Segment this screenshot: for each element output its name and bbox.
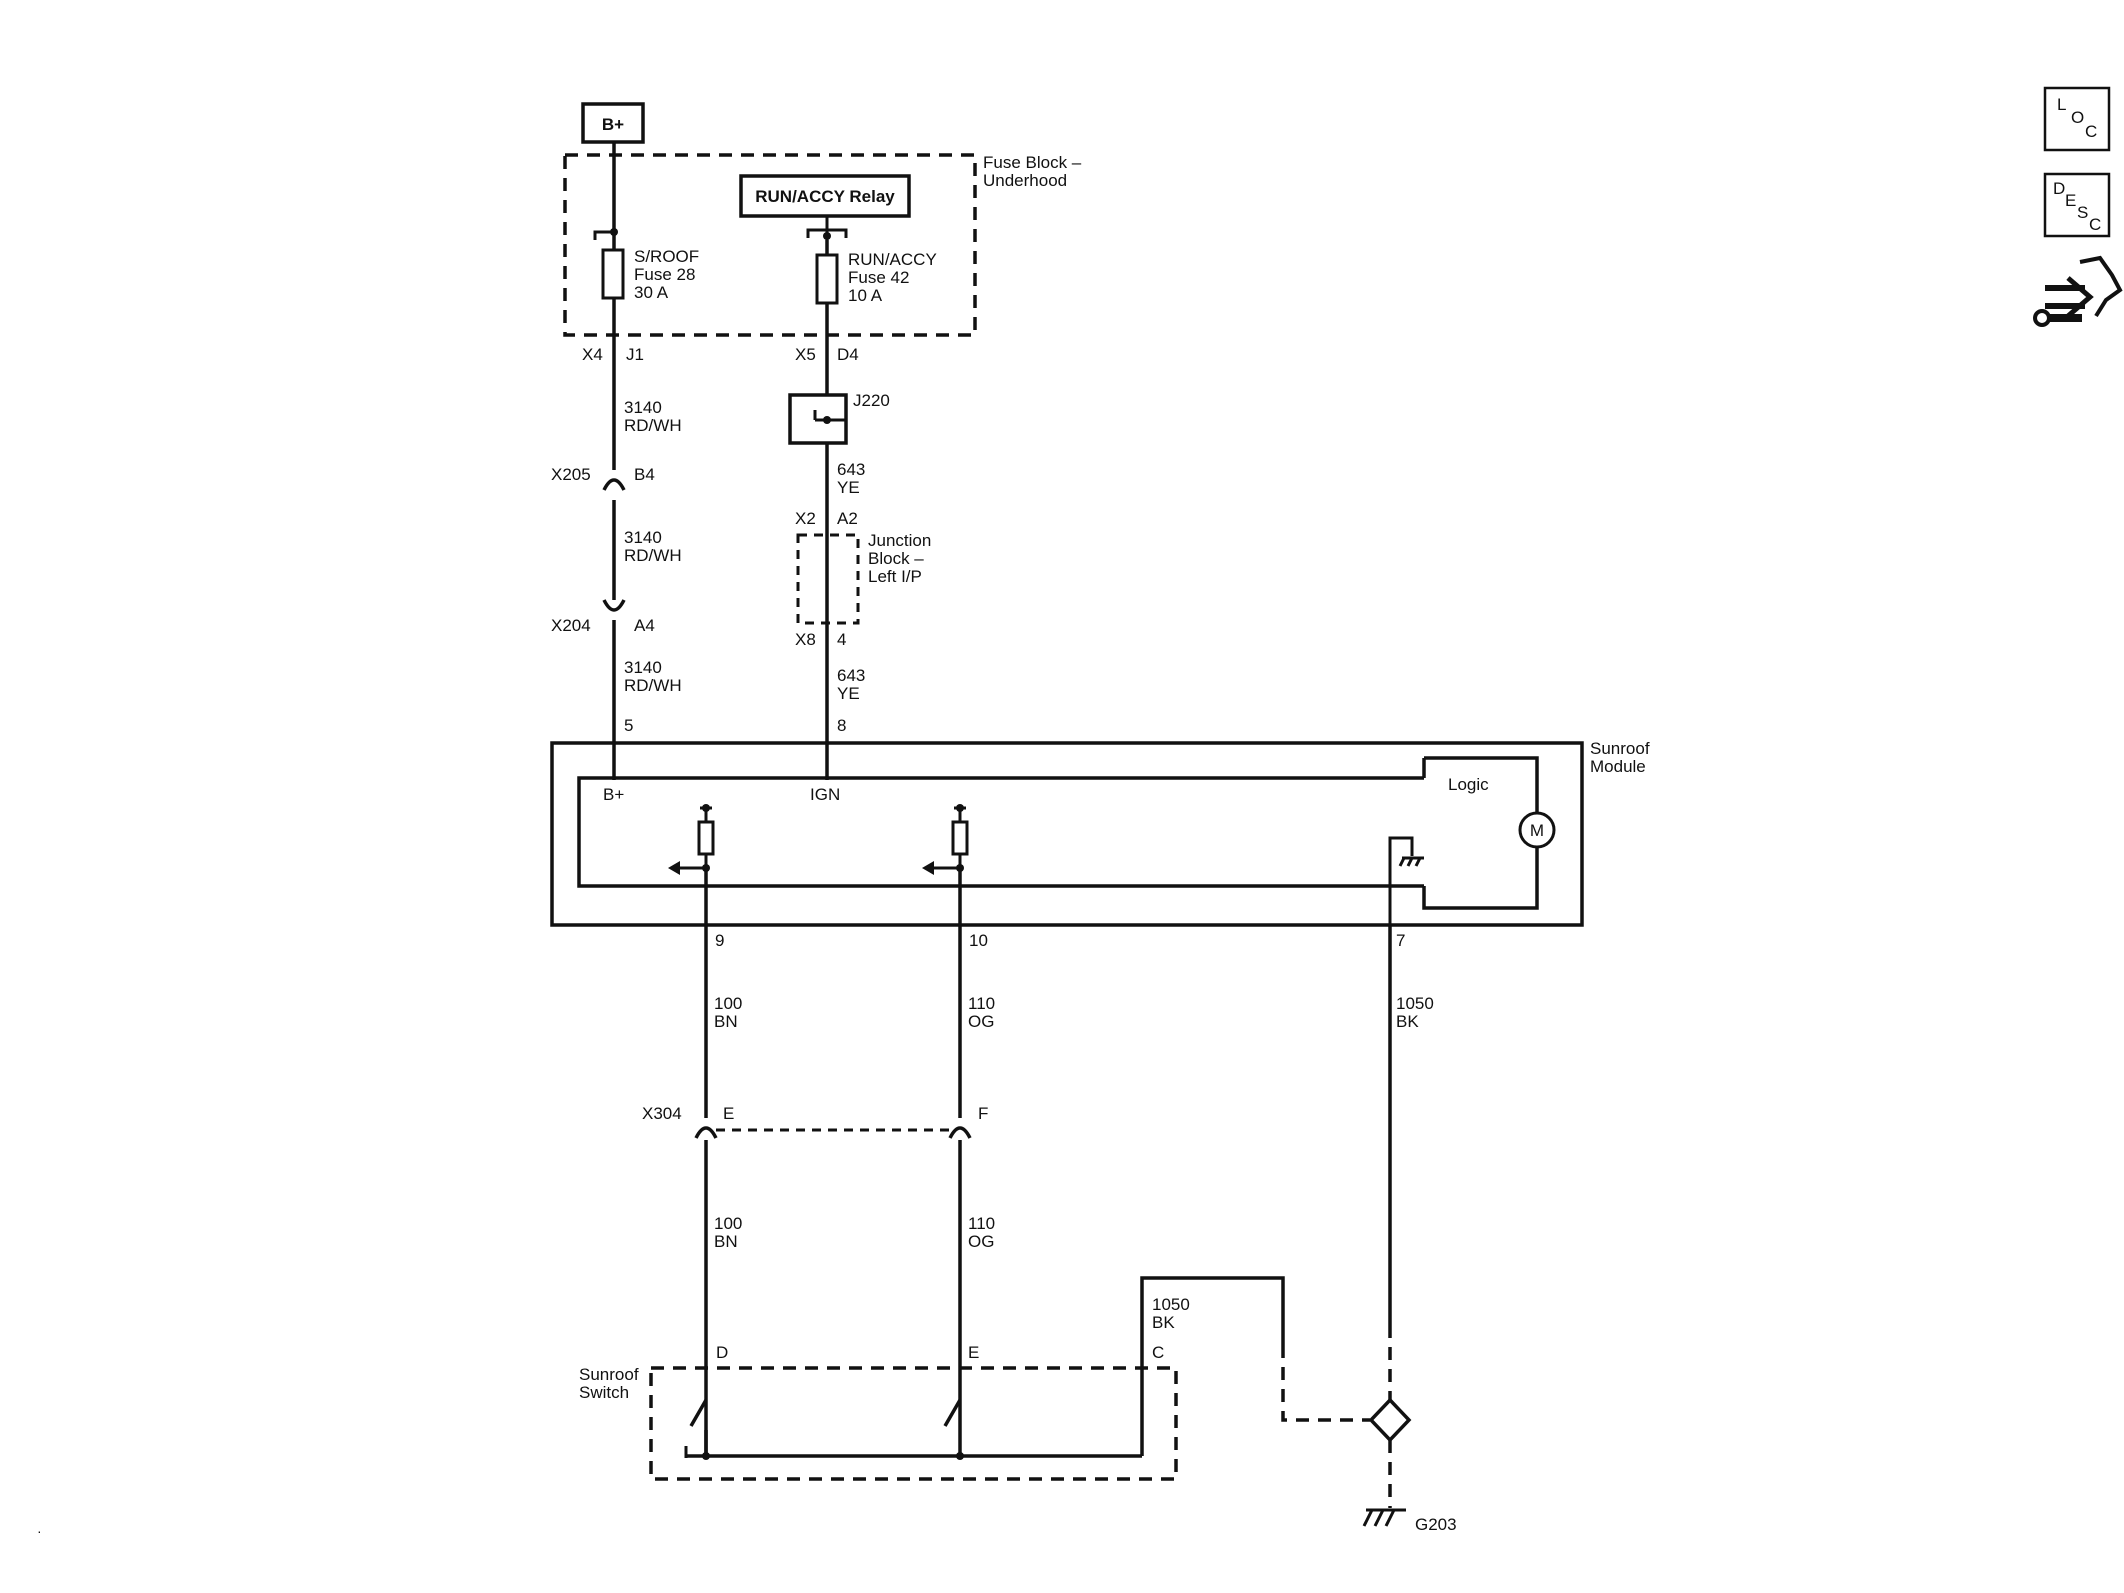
wire-643-ye: X5 D4 J220 643 YE X2 A2 Junction Block –… [788, 240, 931, 780]
fuse-block-title-1: Fuse Block – [983, 153, 1082, 172]
switch-pin-d: D [716, 1343, 728, 1362]
x304-pin-f: F [978, 1104, 988, 1123]
pin4-label: 4 [837, 630, 846, 649]
w100a-color: BN [714, 1012, 738, 1031]
w100a-num: 100 [714, 994, 742, 1013]
desc-button[interactable]: D E S C [2043, 172, 2111, 238]
x8-label: X8 [795, 630, 816, 649]
module-title-2: Module [1590, 757, 1646, 776]
mid-seg2-num: 643 [837, 666, 865, 685]
relay-label: RUN/ACCY Relay [755, 187, 895, 206]
module-input-10 [922, 804, 969, 875]
switch-contact-e [943, 1399, 962, 1427]
module-bplus-label: B+ [603, 785, 624, 804]
b4-label: B4 [634, 465, 655, 484]
x304-pin-e: E [723, 1104, 734, 1123]
w110b-num: 110 [968, 1214, 995, 1233]
corner-mark: · [37, 1523, 42, 1539]
junction-label-2: Block – [868, 549, 924, 568]
switch-pin-e: E [968, 1343, 979, 1362]
desc-letter-d: D [2053, 179, 2065, 198]
w1050a-num: 1050 [1396, 994, 1434, 1013]
fuse-block-underhood: Fuse Block – Underhood RUN/ACCY Relay S/… [563, 153, 1082, 337]
fuse28-label-1: S/ROOF [634, 247, 699, 266]
switch-contact-d [689, 1399, 708, 1427]
g203-label: G203 [1415, 1515, 1457, 1534]
left-seg3-num: 3140 [624, 658, 662, 677]
x304-connector: X304 E F [642, 1104, 988, 1132]
bplus-source: B+ [581, 102, 645, 144]
desc-letter-e: E [2065, 191, 2076, 210]
fuse42-label-3: 10 A [848, 286, 883, 305]
connector-wrench-icon[interactable] [2033, 255, 2123, 327]
mid-seg1-num: 643 [837, 460, 865, 479]
motor-label: M [1530, 821, 1544, 840]
loc-button[interactable]: L O C [2043, 86, 2111, 152]
switch-pin-c: C [1152, 1343, 1164, 1362]
a4-label: A4 [634, 616, 655, 635]
ground-g203: G203 [1362, 1397, 1457, 1534]
left-seg1-num: 3140 [624, 398, 662, 417]
sunroof-switch: Sunroof Switch D E C [579, 1343, 1178, 1481]
left-seg2-color: RD/WH [624, 546, 682, 565]
switch-title-2: Switch [579, 1383, 629, 1402]
loc-letter-o: O [2071, 108, 2084, 127]
w1050b-num: 1050 [1152, 1295, 1190, 1314]
wire-3140-rdwh: X4 J1 3140 RD/WH X205 B4 3140 RD/WH X204… [551, 142, 682, 780]
fuse-block-title-2: Underhood [983, 171, 1067, 190]
x4-label: X4 [582, 345, 603, 364]
j1-label: J1 [626, 345, 644, 364]
module-input-9 [668, 804, 715, 875]
mid-seg2-color: YE [837, 684, 860, 703]
pin7-label: 7 [1396, 931, 1405, 950]
pin10-label: 10 [969, 931, 988, 950]
w100b-color: BN [714, 1232, 738, 1251]
w110b-color: OG [968, 1232, 994, 1251]
x304-label: X304 [642, 1104, 682, 1123]
mid-seg1-color: YE [837, 478, 860, 497]
left-seg1-color: RD/WH [624, 416, 682, 435]
pin9-label: 9 [715, 931, 724, 950]
x204-label: X204 [551, 616, 591, 635]
x205-label: X205 [551, 465, 591, 484]
left-seg3-color: RD/WH [624, 676, 682, 695]
module-ground-symbol [1388, 836, 1424, 925]
w110a-num: 110 [968, 994, 995, 1013]
fuse42-label-1: RUN/ACCY [848, 250, 937, 269]
left-seg2-num: 3140 [624, 528, 662, 547]
logic-label: Logic [1448, 775, 1489, 794]
switch-title-1: Sunroof [579, 1365, 639, 1384]
junction-label-1: Junction [868, 531, 931, 550]
module-ign-label: IGN [810, 785, 840, 804]
w1050b-color: BK [1152, 1313, 1175, 1332]
junction-label-3: Left I/P [868, 567, 922, 586]
w1050a-color: BK [1396, 1012, 1419, 1031]
pin5-label: 5 [624, 716, 633, 735]
fuse28-label-2: Fuse 28 [634, 265, 695, 284]
a2-label: A2 [837, 509, 858, 528]
sunroof-module: Sunroof Module B+ IGN Logic M [550, 739, 1650, 950]
motor-icon [1518, 811, 1556, 849]
splice-diamond-icon [1368, 1397, 1412, 1443]
desc-letter-s: S [2077, 203, 2088, 222]
pin8-label: 8 [837, 716, 846, 735]
x2-label: X2 [795, 509, 816, 528]
j220-label: J220 [853, 391, 890, 410]
bplus-label: B+ [602, 115, 624, 134]
w100b-num: 100 [714, 1214, 742, 1233]
loc-letter-l: L [2057, 95, 2066, 114]
loc-letter-c: C [2085, 122, 2097, 141]
wire-1050-bk: 1050 BK 1050 BK [1140, 925, 1434, 1456]
d4-label: D4 [837, 345, 859, 364]
desc-letter-c: C [2089, 215, 2101, 234]
w110a-color: OG [968, 1012, 994, 1031]
fuse28-label-3: 30 A [634, 283, 669, 302]
module-title-1: Sunroof [1590, 739, 1650, 758]
x5-label: X5 [795, 345, 816, 364]
fuse42-label-2: Fuse 42 [848, 268, 909, 287]
